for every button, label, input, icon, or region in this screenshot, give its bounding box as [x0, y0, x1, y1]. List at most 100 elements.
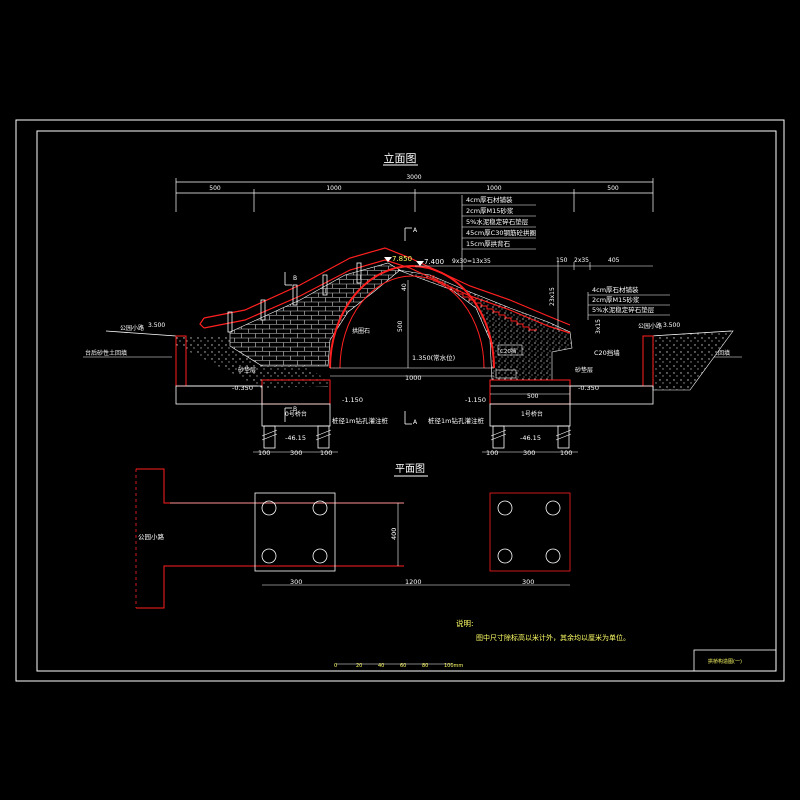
layer-item: 2cm厚M15砂浆	[466, 206, 514, 215]
h500-label: 500	[397, 320, 404, 332]
step-dims	[415, 262, 653, 330]
cushions	[175, 385, 654, 405]
right-fill-body	[397, 269, 573, 381]
section-a-bottom: A	[413, 419, 418, 426]
retaining-wall-label: C20挡墙	[594, 348, 620, 357]
deck-steps	[430, 275, 537, 331]
left-pile-elev: -46.15	[285, 434, 306, 442]
left-backfill	[176, 336, 330, 388]
dim-seg1: 500	[209, 185, 221, 192]
pile-dim-left: 100	[258, 449, 270, 457]
scale-mark: 80	[422, 663, 428, 669]
c20-cap-box	[497, 344, 523, 356]
pile-breaks	[261, 429, 572, 441]
pile-right-label: 桩径1m钻孔灌注桩	[428, 416, 484, 425]
right-layer-item: 4cm厚石材铺装	[592, 285, 639, 294]
right-base-elev: -0.350	[578, 384, 599, 392]
notes-title: 说明:	[456, 618, 474, 628]
dim-total: 3000	[406, 174, 421, 181]
deck-railing	[199, 247, 571, 334]
plan-title: 平面图	[395, 463, 425, 475]
rise-label: 23x15	[549, 287, 556, 306]
layer-item: 4cm厚石材铺装	[466, 195, 513, 204]
pile-dim-left: 100	[320, 449, 332, 457]
right-layer-item: 5%水泥稳定碎石垫层	[592, 305, 655, 314]
plan-path-label: 公园小路	[138, 532, 165, 541]
right-layer-item: 2cm厚M15砂浆	[592, 295, 640, 304]
pile-dim-right: 100	[486, 449, 498, 457]
left-fill-label: 台后砂性土回填	[85, 349, 127, 357]
plan-h-label: 400	[390, 528, 398, 540]
pile-left-label: 桩径1m钻孔灌注桩	[332, 416, 388, 425]
section-b-right: B	[293, 406, 297, 413]
scale-mark: 40	[378, 663, 384, 669]
left-masonry	[229, 262, 401, 367]
scale-mark: 60	[400, 663, 406, 669]
dim-seg3: 1000	[486, 185, 501, 192]
elevation-title: 立面图	[384, 151, 417, 165]
title-block	[693, 649, 777, 672]
plan-piles-left	[261, 500, 328, 564]
scale-mark: 20	[356, 663, 362, 669]
right-pile-elev: -46.15	[520, 434, 541, 442]
notes-body: 图中尺寸除标高以米计外，其余均以厘米为单位。	[476, 633, 630, 642]
layer-callout-lines	[461, 195, 536, 270]
span-label: 1000	[405, 374, 422, 382]
piles	[263, 425, 570, 449]
scale-mark: 0	[334, 663, 337, 669]
section-b-left: B	[293, 275, 297, 282]
right-path-label: 公园小路	[638, 322, 662, 330]
title-block-text: 拱桥构造图(一)	[708, 658, 742, 665]
abutment0-label: 0号桥台	[285, 410, 307, 418]
dim-seg4: 500	[607, 185, 619, 192]
left-path-label: 公园小路	[120, 324, 144, 332]
arch-foot-elev: 1.350(常水位)	[412, 353, 455, 362]
left-cushion-label: 砂垫层	[238, 366, 256, 374]
scale-mark: 100mm	[444, 663, 463, 669]
plan-cap-left	[254, 492, 336, 572]
plan-w2-label: 1200	[405, 578, 422, 586]
left-bottom-elev: -1.150	[342, 396, 363, 404]
c20-small-box	[495, 369, 517, 379]
step-s-label: 2x35	[574, 257, 589, 264]
deck-elev: 7.400	[424, 258, 444, 266]
elev-triangle	[384, 257, 392, 262]
steps-label: 9x30=13x35	[452, 258, 491, 265]
center-dims	[330, 280, 494, 377]
dim-seg2: 1000	[326, 185, 341, 192]
layer-item: 5%水泥稳定碎石垫层	[466, 217, 529, 226]
layer-item: 45cm厚C30钢筋砼拱圈	[466, 228, 536, 237]
abutment-caps	[261, 403, 571, 427]
h40-label: 40	[401, 283, 408, 291]
top-dimension-chain	[175, 178, 654, 212]
left-ground-elev: 3.500	[148, 322, 165, 329]
outer-frame	[15, 119, 785, 682]
pile-dim-left: 300	[290, 449, 302, 457]
right-ground-elev: 3.500	[663, 322, 680, 329]
railing-posts	[227, 262, 362, 333]
small-label: 3x15	[595, 319, 602, 334]
c20-cap-label: C20挡	[500, 347, 517, 355]
plan-cap-right	[489, 492, 571, 572]
crown-elev: 7.850	[392, 255, 412, 263]
base-w-label: 500	[527, 393, 539, 400]
right-layer-lines	[587, 292, 670, 320]
plan-piles-right	[497, 500, 561, 564]
left-base-elev: -0.350	[232, 384, 253, 392]
section-a-top: A	[413, 227, 418, 234]
right-w-label: 405	[608, 257, 620, 264]
right-backfill	[652, 330, 734, 391]
layer-item: 15cm厚拱背石	[466, 239, 511, 248]
section-b-marks	[284, 272, 292, 422]
inner-frame	[36, 130, 777, 672]
arch-ring-label: 拱圈石	[352, 327, 370, 335]
right-cushion-label: 砂垫层	[575, 366, 593, 374]
plan-path-outline	[136, 468, 404, 609]
plan-dims	[262, 503, 570, 586]
elev-triangle	[416, 261, 424, 266]
section-a-marks	[404, 227, 412, 425]
layer-list: 4cm厚石材铺装 2cm厚M15砂浆 5%水泥稳定碎石垫层 45cm厚C30钢筋…	[466, 195, 536, 248]
plan-w3-label: 300	[522, 578, 534, 586]
arch-ring	[329, 265, 495, 369]
plan-w1-label: 300	[290, 578, 302, 586]
